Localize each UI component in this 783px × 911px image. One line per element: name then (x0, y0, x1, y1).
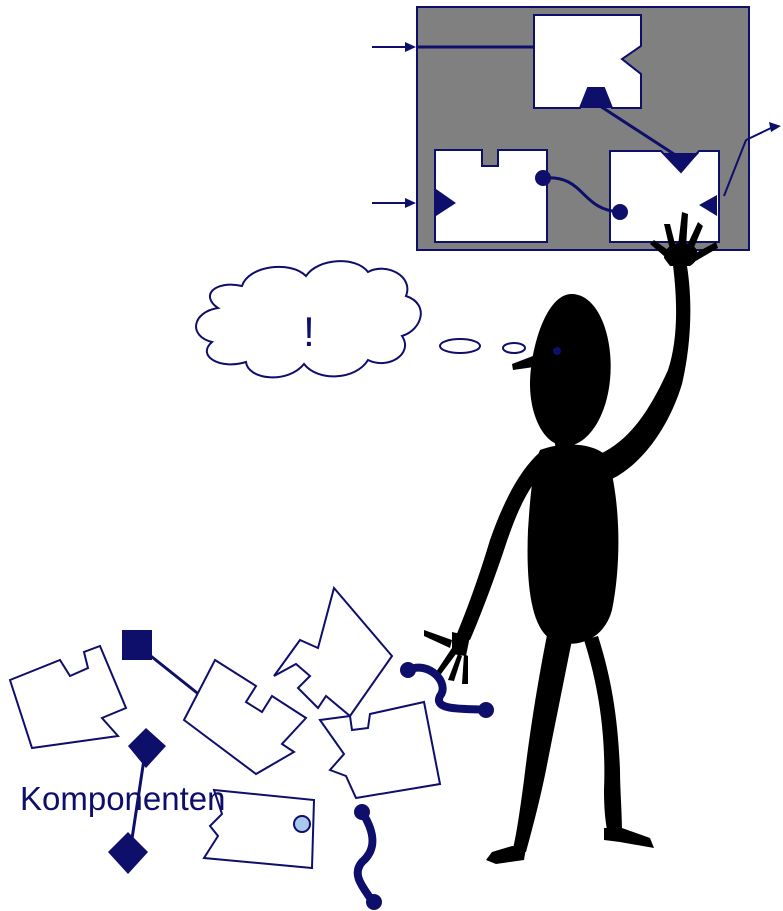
figure-raised-arm (600, 258, 690, 480)
figure-left-leg (512, 630, 572, 852)
figure-torso (528, 444, 619, 643)
loose-piece-1 (10, 646, 126, 748)
figure-lowered-hand (424, 630, 470, 684)
figure-right-leg (584, 636, 622, 834)
square-knob-1 (122, 630, 152, 660)
thought-dot-large (440, 339, 480, 353)
thought-exclamation: ! (303, 308, 315, 355)
components-label: Komponenten (20, 780, 226, 817)
light-plug-knob (294, 816, 310, 832)
input-arrow-bottom (372, 198, 416, 208)
curly-connector-bottom (358, 812, 374, 904)
curly-knob-2 (478, 702, 494, 718)
figure-left-foot (486, 846, 526, 864)
connector-knob-left (535, 170, 551, 186)
figure-eye (553, 347, 561, 355)
connector-knob-right (612, 204, 628, 220)
assembled-system (372, 7, 781, 250)
curly-knob-4 (366, 894, 382, 910)
loose-piece-4 (320, 702, 440, 798)
thought-bubble: ! (196, 261, 525, 377)
loose-piece-3 (274, 588, 392, 716)
figure-nose (512, 356, 534, 370)
figure-right-foot (604, 828, 654, 848)
thinking-figure (424, 212, 718, 864)
diamond-knob-2 (108, 832, 148, 874)
loose-piece-2 (184, 660, 306, 774)
thought-dot-small (503, 343, 525, 353)
figure-head (530, 294, 611, 446)
diamond-knob-1 (128, 728, 166, 768)
curly-knob-3 (354, 804, 370, 820)
scattered-components: Komponenten (10, 588, 494, 910)
puzzle-piece-bottom-right (610, 151, 719, 242)
input-arrow-top (372, 42, 416, 52)
curly-knob-1 (400, 662, 416, 678)
